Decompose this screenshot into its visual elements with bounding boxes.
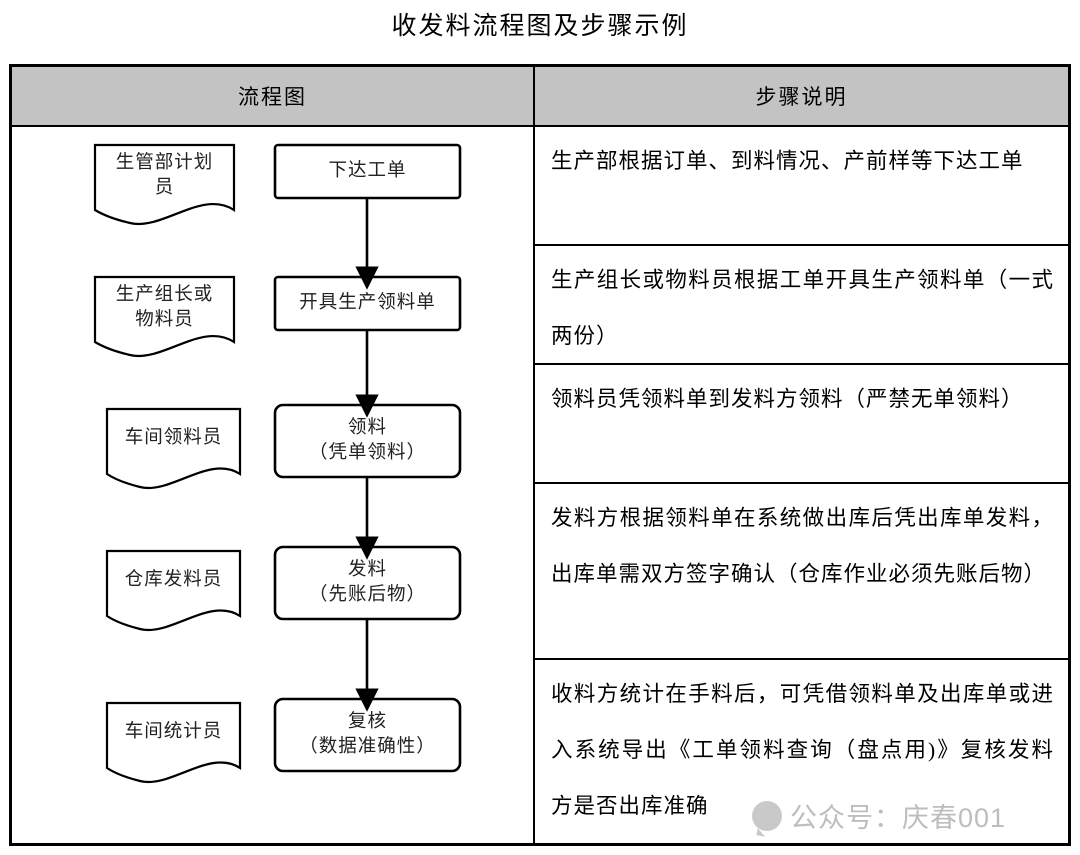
role-shape-2 <box>93 275 236 358</box>
column-header-steps: 步骤说明 <box>755 85 848 109</box>
role-shape-1 <box>93 143 236 226</box>
process-box-1 <box>273 143 462 200</box>
page-title: 收发料流程图及步骤示例 <box>391 13 689 40</box>
process-box-5 <box>273 697 462 773</box>
flowchart-cell: 生管部计划 员 生产组长或 物料员 车间领料员 仓库发料员 车间统计员 下达工单… <box>12 127 535 845</box>
table-body: 生管部计划 员 生产组长或 物料员 车间领料员 仓库发料员 车间统计员 下达工单… <box>12 127 1068 845</box>
step-description-2: 生产组长或物料员根据工单开具生产领料单（一式两份） <box>535 246 1068 365</box>
step-description-3: 领料员凭领料单到发料方领料（严禁无单领料） <box>535 365 1068 484</box>
steps-cell: 生产部根据订单、到料情况、产前样等下达工单 生产组长或物料员根据工单开具生产领料… <box>535 127 1068 845</box>
column-header-flowchart: 流程图 <box>12 67 535 125</box>
role-shape-3 <box>105 407 242 490</box>
step-description-4: 发料方根据领料单在系统做出库后凭出库单发料，出库单需双方签字确认（仓库作业必须先… <box>535 484 1068 660</box>
step-description-5: 收料方统计在手料后，可凭借领料单及出库单或进入系统导出《工单领料查询（盘点用)》… <box>551 682 1054 818</box>
process-box-4 <box>273 545 462 621</box>
flow-table: 流程图 步骤说明 <box>9 64 1071 846</box>
step-description-1: 生产部根据订单、到料情况、产前样等下达工单 <box>535 127 1068 246</box>
flowchart-svg <box>93 143 462 784</box>
role-shape-4 <box>105 549 242 632</box>
process-box-3 <box>273 403 462 479</box>
process-box-2 <box>273 275 462 332</box>
role-shape-5 <box>105 701 242 784</box>
table-header-row: 流程图 步骤说明 <box>12 67 1068 127</box>
